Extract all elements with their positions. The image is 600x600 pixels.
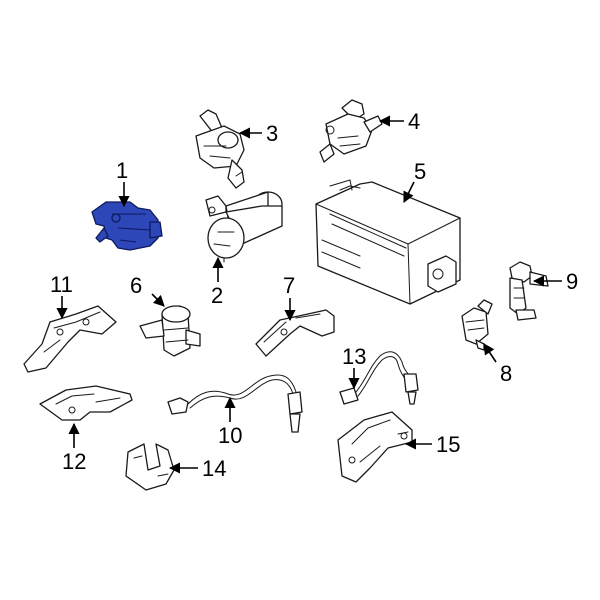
part-9-t-fitting[interactable] <box>509 261 549 321</box>
callout-leaders <box>56 115 562 474</box>
part-11-bracket[interactable] <box>23 305 117 373</box>
callout-13[interactable]: 13 <box>342 344 366 369</box>
callout-6[interactable]: 6 <box>130 273 142 298</box>
leader-8 <box>483 343 497 363</box>
part-7-bracket[interactable] <box>255 309 335 357</box>
callout-14[interactable]: 14 <box>202 456 226 481</box>
callout-8[interactable]: 8 <box>500 361 512 386</box>
leader-5 <box>403 181 415 204</box>
part-15-heat-shield[interactable] <box>337 411 413 483</box>
part-5-evap-canister[interactable] <box>315 179 461 305</box>
part-6-pump[interactable] <box>139 305 201 357</box>
part-4-check-valve[interactable] <box>319 99 383 163</box>
part-3-valve[interactable] <box>195 109 245 189</box>
part-1-solenoid-valve[interactable] <box>91 201 163 251</box>
callout-5[interactable]: 5 <box>414 159 426 184</box>
callout-1[interactable]: 1 <box>116 158 128 183</box>
part-8-sensor[interactable] <box>461 299 493 351</box>
part-10-oxygen-sensor[interactable] <box>167 374 303 433</box>
part-12-bracket[interactable] <box>39 385 133 421</box>
callout-15[interactable]: 15 <box>436 432 460 457</box>
part-2-purge-valve[interactable] <box>205 191 283 263</box>
callout-9[interactable]: 9 <box>566 269 578 294</box>
callout-11[interactable]: 11 <box>50 272 73 297</box>
callout-2[interactable]: 2 <box>211 283 223 308</box>
callout-7[interactable]: 7 <box>283 273 295 298</box>
part-13-oxygen-sensor[interactable] <box>339 351 419 405</box>
callout-4[interactable]: 4 <box>408 109 420 134</box>
leader-6 <box>151 293 165 307</box>
callout-3[interactable]: 3 <box>266 121 278 146</box>
callout-10[interactable]: 10 <box>218 423 242 448</box>
callout-numbers: 1 2 3 4 5 6 7 8 9 10 11 12 13 14 15 <box>50 109 578 481</box>
callout-12[interactable]: 12 <box>62 449 86 474</box>
part-14-clip[interactable] <box>125 443 175 491</box>
